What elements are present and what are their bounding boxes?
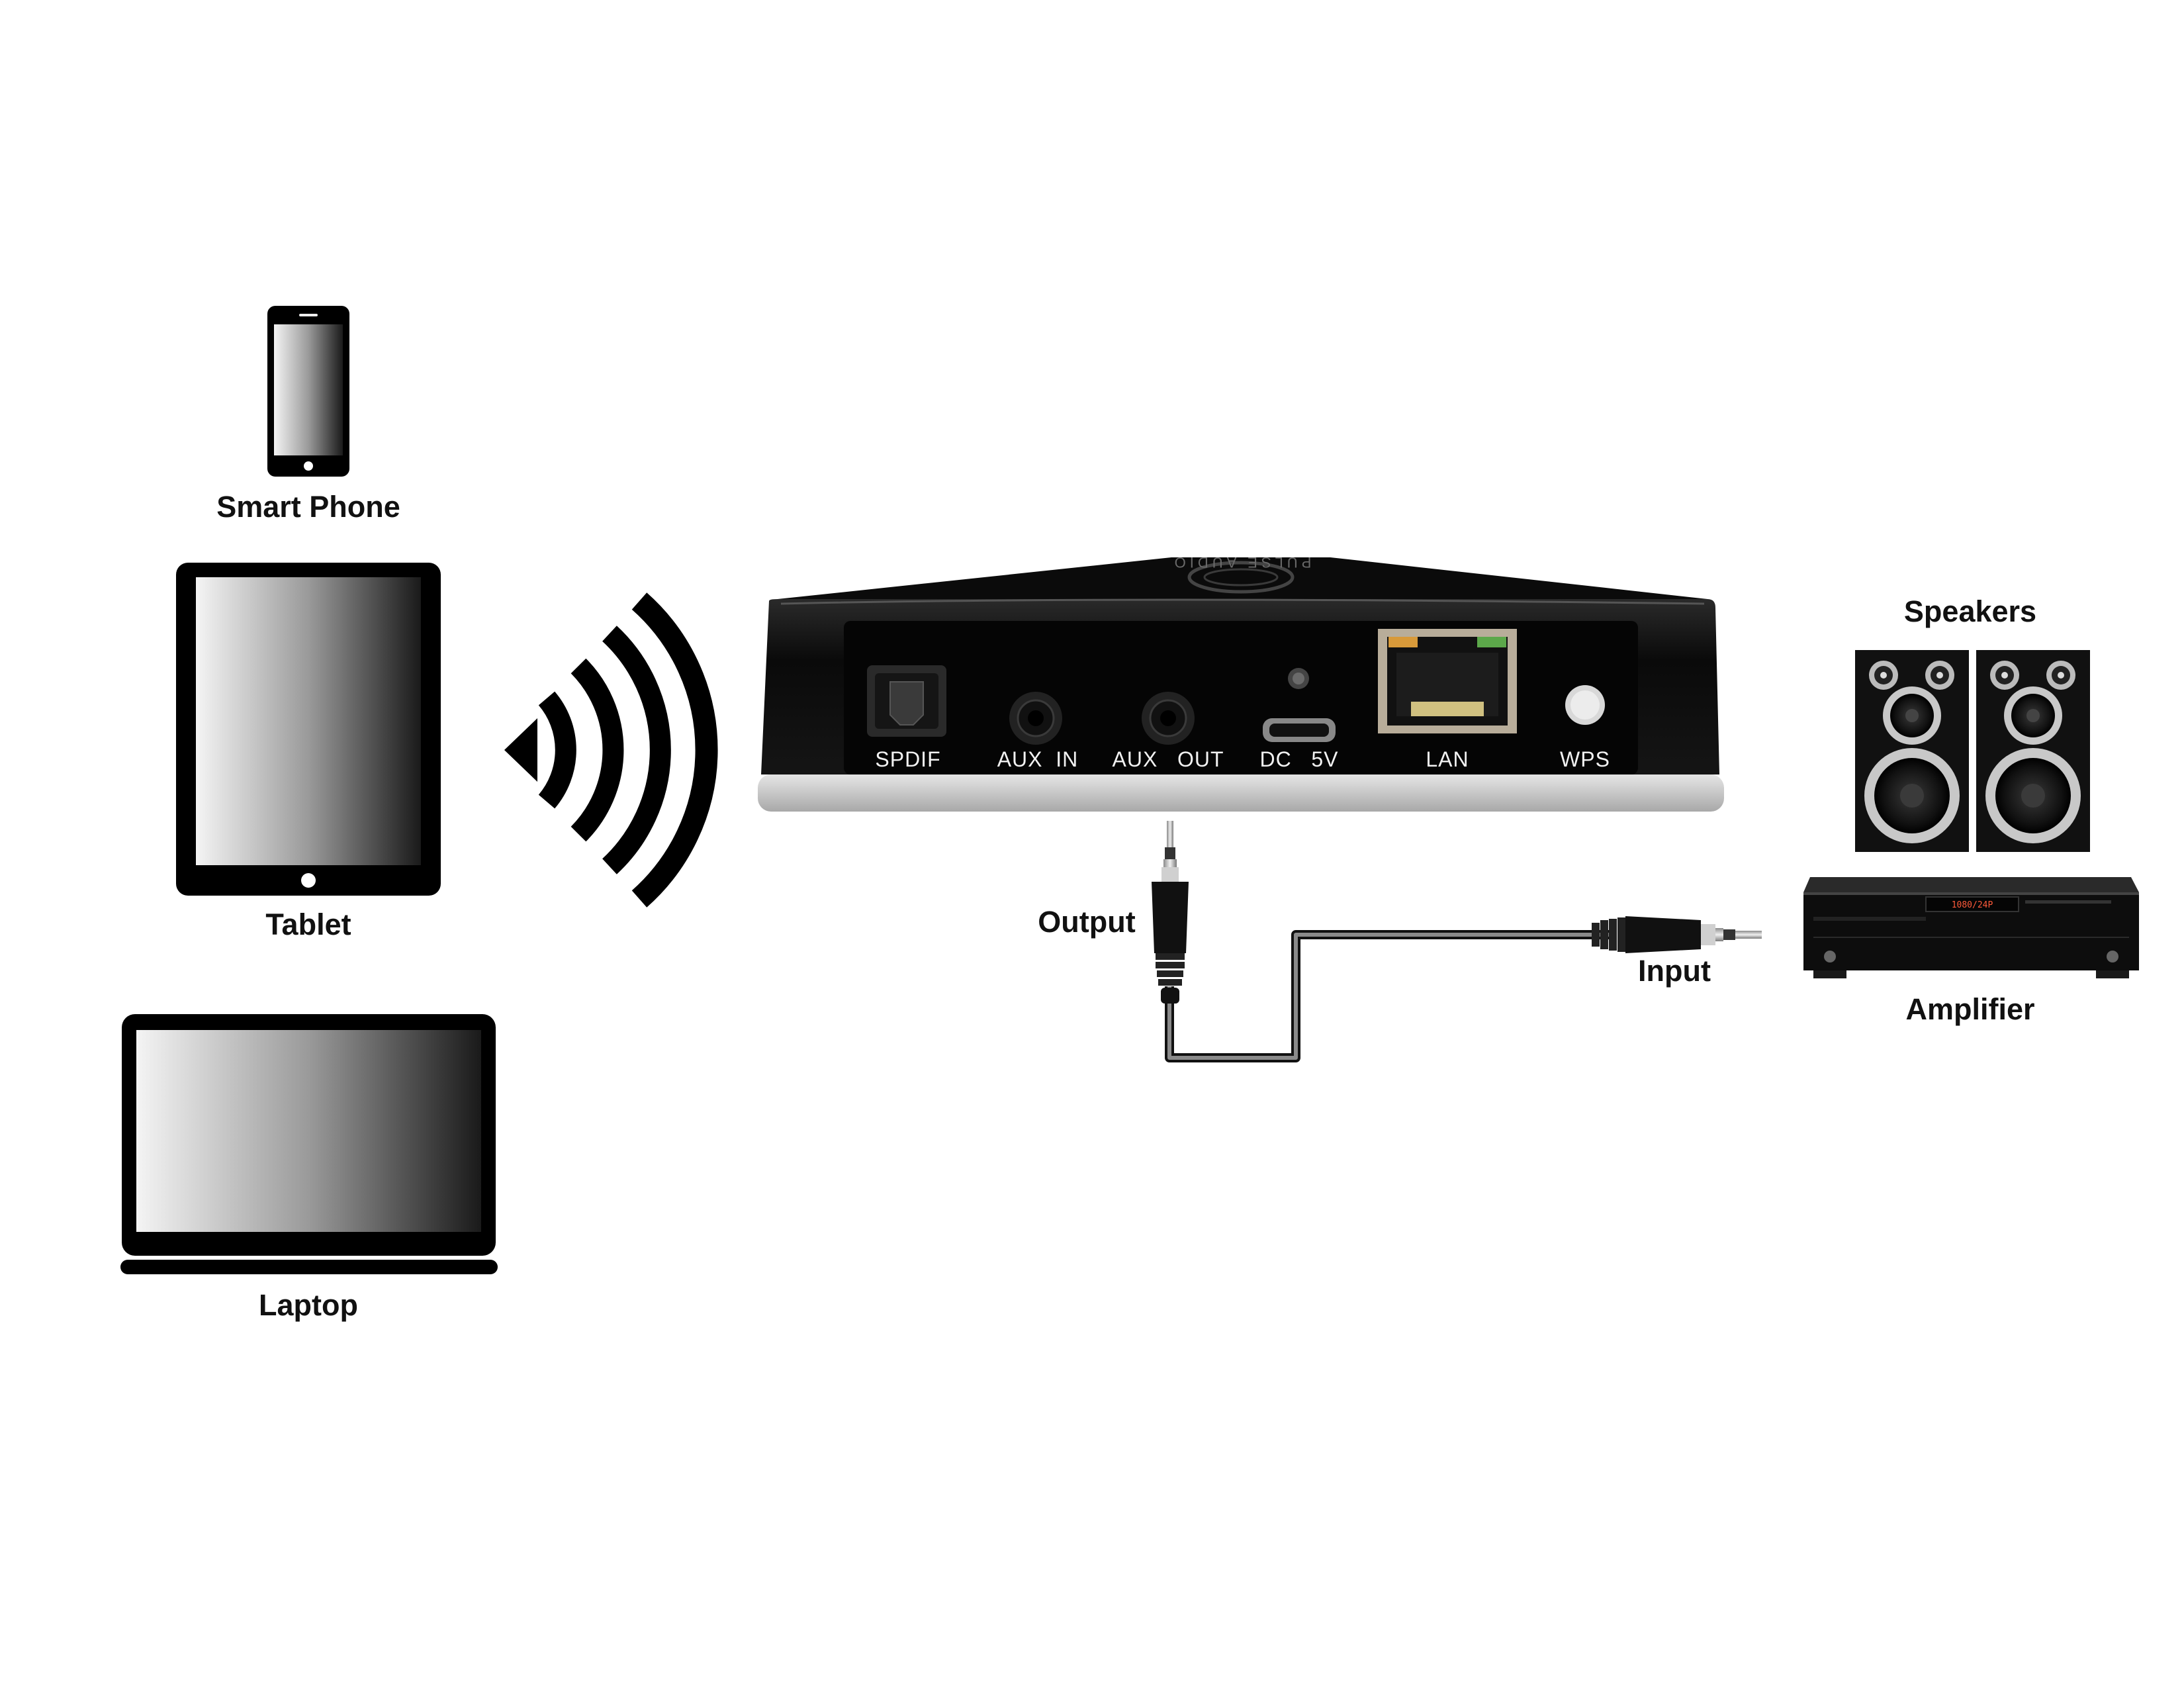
input-label: Input: [1638, 954, 1711, 988]
spdif-optical-port: [867, 665, 946, 737]
smart-phone-icon: [267, 306, 349, 477]
laptop-icon: [120, 1014, 498, 1274]
dc-power-port: [1263, 668, 1336, 742]
amplifier-icon: 1080/24P: [1803, 877, 2139, 978]
wifi-signal-icon: [504, 592, 718, 908]
smart-phone-label: Smart Phone: [216, 490, 400, 524]
lan-ethernet-port: [1378, 629, 1517, 733]
laptop-label: Laptop: [259, 1288, 358, 1322]
amp-display: 1080/24P: [1952, 900, 1993, 910]
right-speaker-icon: [1976, 650, 2090, 852]
tablet-label: Tablet: [265, 908, 351, 941]
output-plug: [1152, 821, 1189, 1004]
speakers-label: Speakers: [1904, 594, 2036, 628]
wps-label: WPS: [1560, 747, 1610, 771]
left-speaker-icon: [1855, 650, 1969, 852]
receiver-logo: PULSE AUDIO: [1171, 554, 1312, 571]
input-plug: [1592, 916, 1762, 953]
audio-cable: [1152, 821, 1762, 1062]
wps-button[interactable]: [1565, 685, 1605, 725]
spdif-label: SPDIF: [875, 747, 940, 771]
lan-label: LAN: [1426, 747, 1469, 771]
aux-in-label: AUX IN: [997, 747, 1079, 771]
aux-out-jack: [1142, 692, 1195, 745]
amplifier-label: Amplifier: [1905, 992, 2034, 1026]
aux-in-jack: [1009, 692, 1062, 745]
output-label: Output: [1038, 905, 1135, 939]
aux-out-label: AUX OUT: [1112, 747, 1224, 771]
tablet-icon: [176, 563, 441, 896]
audio-receiver: PULSE AUDIO SPDIF AUX IN AUX OUT: [758, 554, 1724, 812]
dc-5v-label: DC 5V: [1259, 747, 1338, 771]
